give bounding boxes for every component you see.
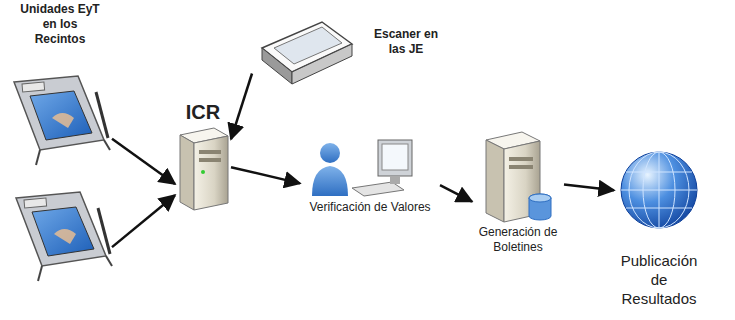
voting-device: [14, 76, 110, 165]
node-label: ICR: [175, 100, 231, 125]
node-label: Verificación de Valores: [300, 200, 440, 215]
process-node: Generación de Boletines: [472, 125, 564, 257]
server-node: ICR: [175, 100, 231, 212]
device-group: Unidades EyT en los Recintos: [8, 2, 112, 287]
flow-arrow: [112, 139, 175, 184]
server-icon: [180, 128, 228, 210]
node-label: Unidades EyT en los Recintos: [18, 2, 102, 47]
operator-icon: [312, 140, 412, 196]
scanner-icon: [262, 22, 352, 84]
scanner-node: Escaner en las JE: [252, 15, 452, 90]
flow-arrow: [231, 74, 252, 140]
flow-arrow: [440, 185, 472, 201]
globe-icon: [621, 152, 697, 228]
node-label: Publicación de Resultados: [614, 252, 704, 308]
node-label: Generación de Boletines: [472, 225, 564, 255]
flow-arrow: [564, 184, 614, 190]
flow-arrow: [231, 167, 300, 183]
database-server-icon: [486, 132, 551, 222]
process-node: Verificación de Valores: [300, 130, 440, 222]
output-node: Publicación de Resultados: [614, 146, 704, 316]
voting-device: [16, 192, 112, 281]
flow-arrow: [112, 195, 175, 247]
node-label: Escaner en las JE: [364, 27, 448, 57]
